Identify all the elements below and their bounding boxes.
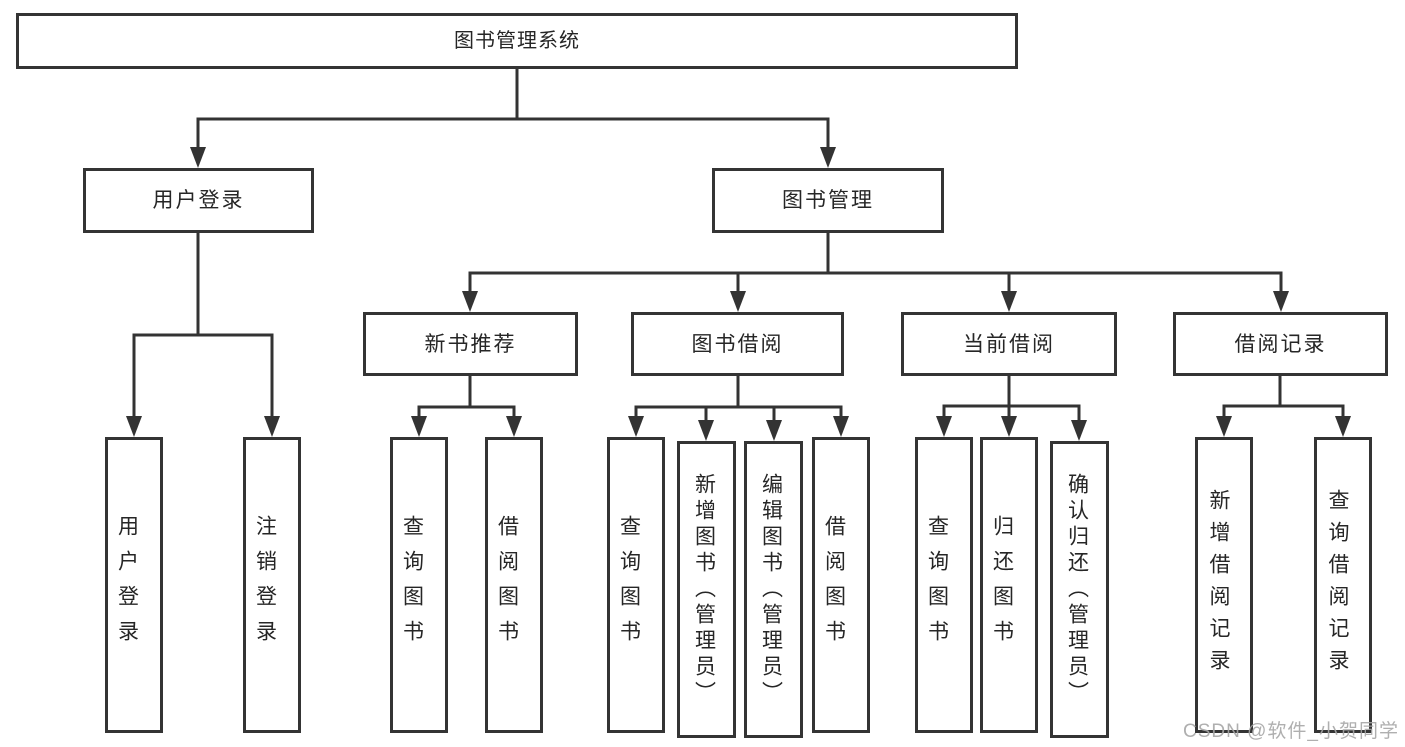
leaf-borrow-books: 借阅图书 [485,437,543,733]
arrow-icon [411,416,427,437]
arrow-icon [833,416,849,437]
leaf-query-borrow-record: 查询借阅记录 [1314,437,1372,733]
arrow-icon [1335,416,1351,437]
leaf-label: 查询图书 [617,515,641,655]
node-label: 图书管理系统 [454,30,580,52]
node-book-borrow: 图书借阅 [631,312,844,376]
arrow-icon [462,291,478,312]
arrow-icon [1001,291,1017,312]
leaf-add-books-admin: 新增图书（管理员） [677,441,736,738]
arrow-icon [1071,420,1087,441]
arrow-icon [1001,416,1017,437]
node-borrow-records: 借阅记录 [1173,312,1388,376]
leaf-query-books: 查询图书 [607,437,665,733]
leaf-logout: 注销登录 [243,437,301,733]
connector-book-management [468,233,1283,295]
node-label: 新书推荐 [424,332,517,356]
leaf-add-borrow-record: 新增借阅记录 [1195,437,1253,733]
leaf-label: 编辑图书（管理员） [759,472,783,707]
leaf-label: 借阅图书 [495,515,519,655]
connector-user-login [132,233,274,420]
arrow-icon [628,416,644,437]
leaf-user-login: 用户登录 [105,437,163,733]
leaf-return-books: 归还图书 [980,437,1038,733]
connector-root [196,69,830,151]
connector-new-book-recommend [417,376,516,420]
arrow-icon [698,420,714,441]
arrow-icon [766,420,782,441]
node-book-management: 图书管理 [712,168,944,233]
connector-borrow-records [1222,376,1345,420]
arrow-icon [1273,291,1289,312]
node-label: 图书管理 [782,189,874,212]
leaf-label: 归还图书 [990,515,1014,655]
leaf-query-books: 查询图书 [915,437,973,733]
leaf-edit-books-admin: 编辑图书（管理员） [744,441,803,738]
arrow-icon [730,291,746,312]
leaf-confirm-return-admin: 确认归还（管理员） [1050,441,1109,738]
arrowheads [126,147,1351,441]
connector-book-borrow [634,376,843,424]
arrow-icon [1216,416,1232,437]
leaf-label: 注销登录 [253,515,277,655]
node-label: 图书借阅 [691,332,784,356]
leaf-label: 查询图书 [925,515,949,655]
node-label: 用户登录 [152,189,245,212]
leaf-label: 新增图书（管理员） [692,472,716,707]
arrow-icon [190,147,206,168]
node-user-login: 用户登录 [83,168,314,233]
leaf-label: 查询图书 [400,515,424,655]
node-current-borrow: 当前借阅 [901,312,1117,376]
leaf-label: 查询借阅记录 [1326,489,1349,681]
arrow-icon [936,416,952,437]
node-library-management-system: 图书管理系统 [16,13,1018,69]
leaf-label: 确认归还（管理员） [1065,472,1089,707]
node-label: 借阅记录 [1234,332,1327,356]
node-new-book-recommend: 新书推荐 [363,312,578,376]
leaf-label: 借阅图书 [822,515,846,655]
leaf-borrow-books: 借阅图书 [812,437,870,733]
leaf-label: 用户登录 [115,515,139,655]
arrow-icon [506,416,522,437]
arrow-icon [820,147,836,168]
arrow-icon [264,416,280,437]
csdn-watermark: CSDN @软件_小贺同学 [1183,721,1399,742]
leaf-label: 新增借阅记录 [1207,489,1230,681]
node-label: 当前借阅 [963,332,1055,356]
leaf-query-books: 查询图书 [390,437,448,733]
arrow-icon [126,416,142,437]
